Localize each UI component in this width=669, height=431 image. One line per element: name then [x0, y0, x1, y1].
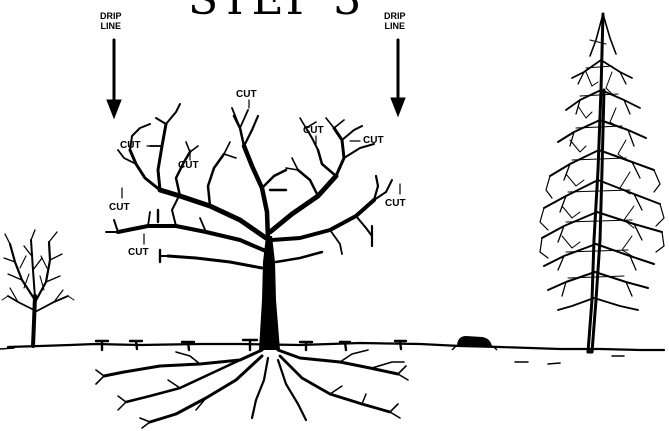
cut-label-mid-right: CUT: [385, 199, 406, 209]
cut-label-lower-left: CUT: [128, 248, 149, 258]
cut-label-left-inner: CUT: [178, 161, 199, 171]
cut-label-mid-left: CUT: [109, 203, 130, 213]
tree-stump: [452, 336, 497, 350]
drip-line-right-label: DRIP LINE: [384, 11, 406, 31]
main-tree-roots: [96, 350, 408, 428]
small-bare-tree: [2, 230, 74, 346]
drip-line-left-line1: DRIP: [100, 11, 122, 21]
cut-label-top-center: CUT: [236, 90, 257, 100]
cut-label-upper-right-inner: CUT: [303, 126, 324, 136]
cut-label-upper-left: CUT: [120, 141, 141, 151]
cut-label-upper-right-outer: CUT: [363, 136, 384, 146]
drip-line-right-line2: LINE: [384, 21, 406, 31]
drip-line-left-line2: LINE: [100, 21, 122, 31]
main-tree-branches: [106, 104, 392, 268]
drip-line-right-line1: DRIP: [384, 11, 406, 21]
diagram-title: STEP 3: [188, 0, 363, 22]
conifer-tree: [540, 14, 664, 352]
drip-line-left-label: DRIP LINE: [100, 11, 122, 31]
drip-line-arrows: [107, 40, 405, 118]
